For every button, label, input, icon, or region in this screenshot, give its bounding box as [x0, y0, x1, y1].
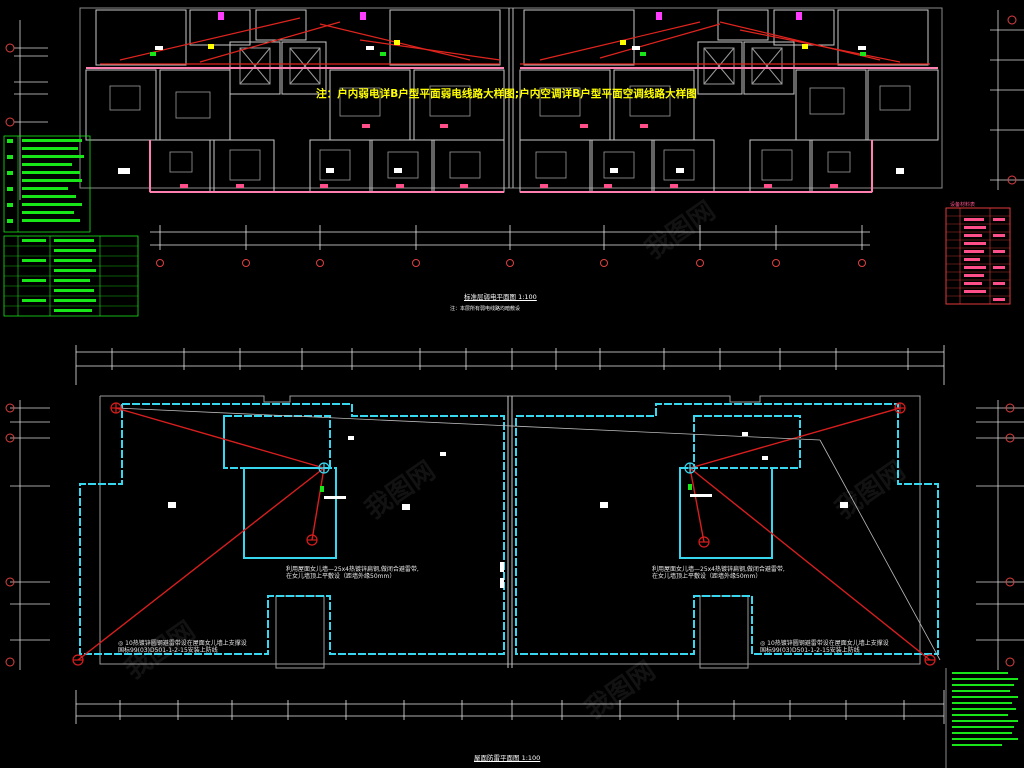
- lightning-protection-belt: [79, 403, 939, 655]
- conductor-note-right: ◎ 10热镀锌圆钢避雷带设在屋面女儿墙上支撑设 国标99(03)D501-1-2…: [760, 640, 889, 654]
- legend-table-left: [3, 135, 139, 317]
- roof-plan-title: 屋面防雷平面图 1:100: [474, 754, 541, 762]
- axis-bubble-icon: [5, 15, 1017, 667]
- equipment-table-right: [945, 207, 1011, 305]
- lightning-note-left: 利用屋面女儿墙—25x4热镀锌扁钢,做闭合避雷带, 在女儿墙顶上平敷设（距墙外缘…: [286, 566, 419, 580]
- conductor-note-left: ◎ 10热镀锌圆钢避雷带设在屋面女儿墙上支撑设 国标99(03)D501-1-2…: [118, 640, 247, 654]
- upper-plan-caption: 标准层弱电平面图 1:100: [464, 293, 537, 301]
- diagonal-gray-line: [115, 407, 941, 661]
- axis-bubble-icon: [156, 259, 866, 267]
- upper-dimension-line: [150, 225, 870, 250]
- lightning-note-right: 利用屋面女儿墙—25x4热镀锌扁钢,做闭合避雷带, 在女儿墙顶上平敷设（距墙外缘…: [652, 566, 785, 580]
- design-notes-block: [952, 672, 1018, 746]
- down-conductor-lines: [77, 407, 931, 661]
- upper-floor-plan: [79, 7, 943, 193]
- equipment-table-title: 设备材料表: [950, 202, 976, 208]
- roof-dimension-top: [75, 345, 945, 385]
- left-axis-ticks: [10, 10, 1024, 670]
- upper-plan-subcaption: 注：本层所有弱电线路均暗敷设: [450, 306, 521, 312]
- roof-dimension-bottom: [75, 690, 945, 724]
- ground-terminal-icon: [72, 402, 936, 666]
- plan-note: 注：户内弱电详B户型平面弱电线路大样图;户内空调详B户型平面空调线路大样图: [316, 88, 697, 100]
- roof-vent-icon: [318, 462, 696, 474]
